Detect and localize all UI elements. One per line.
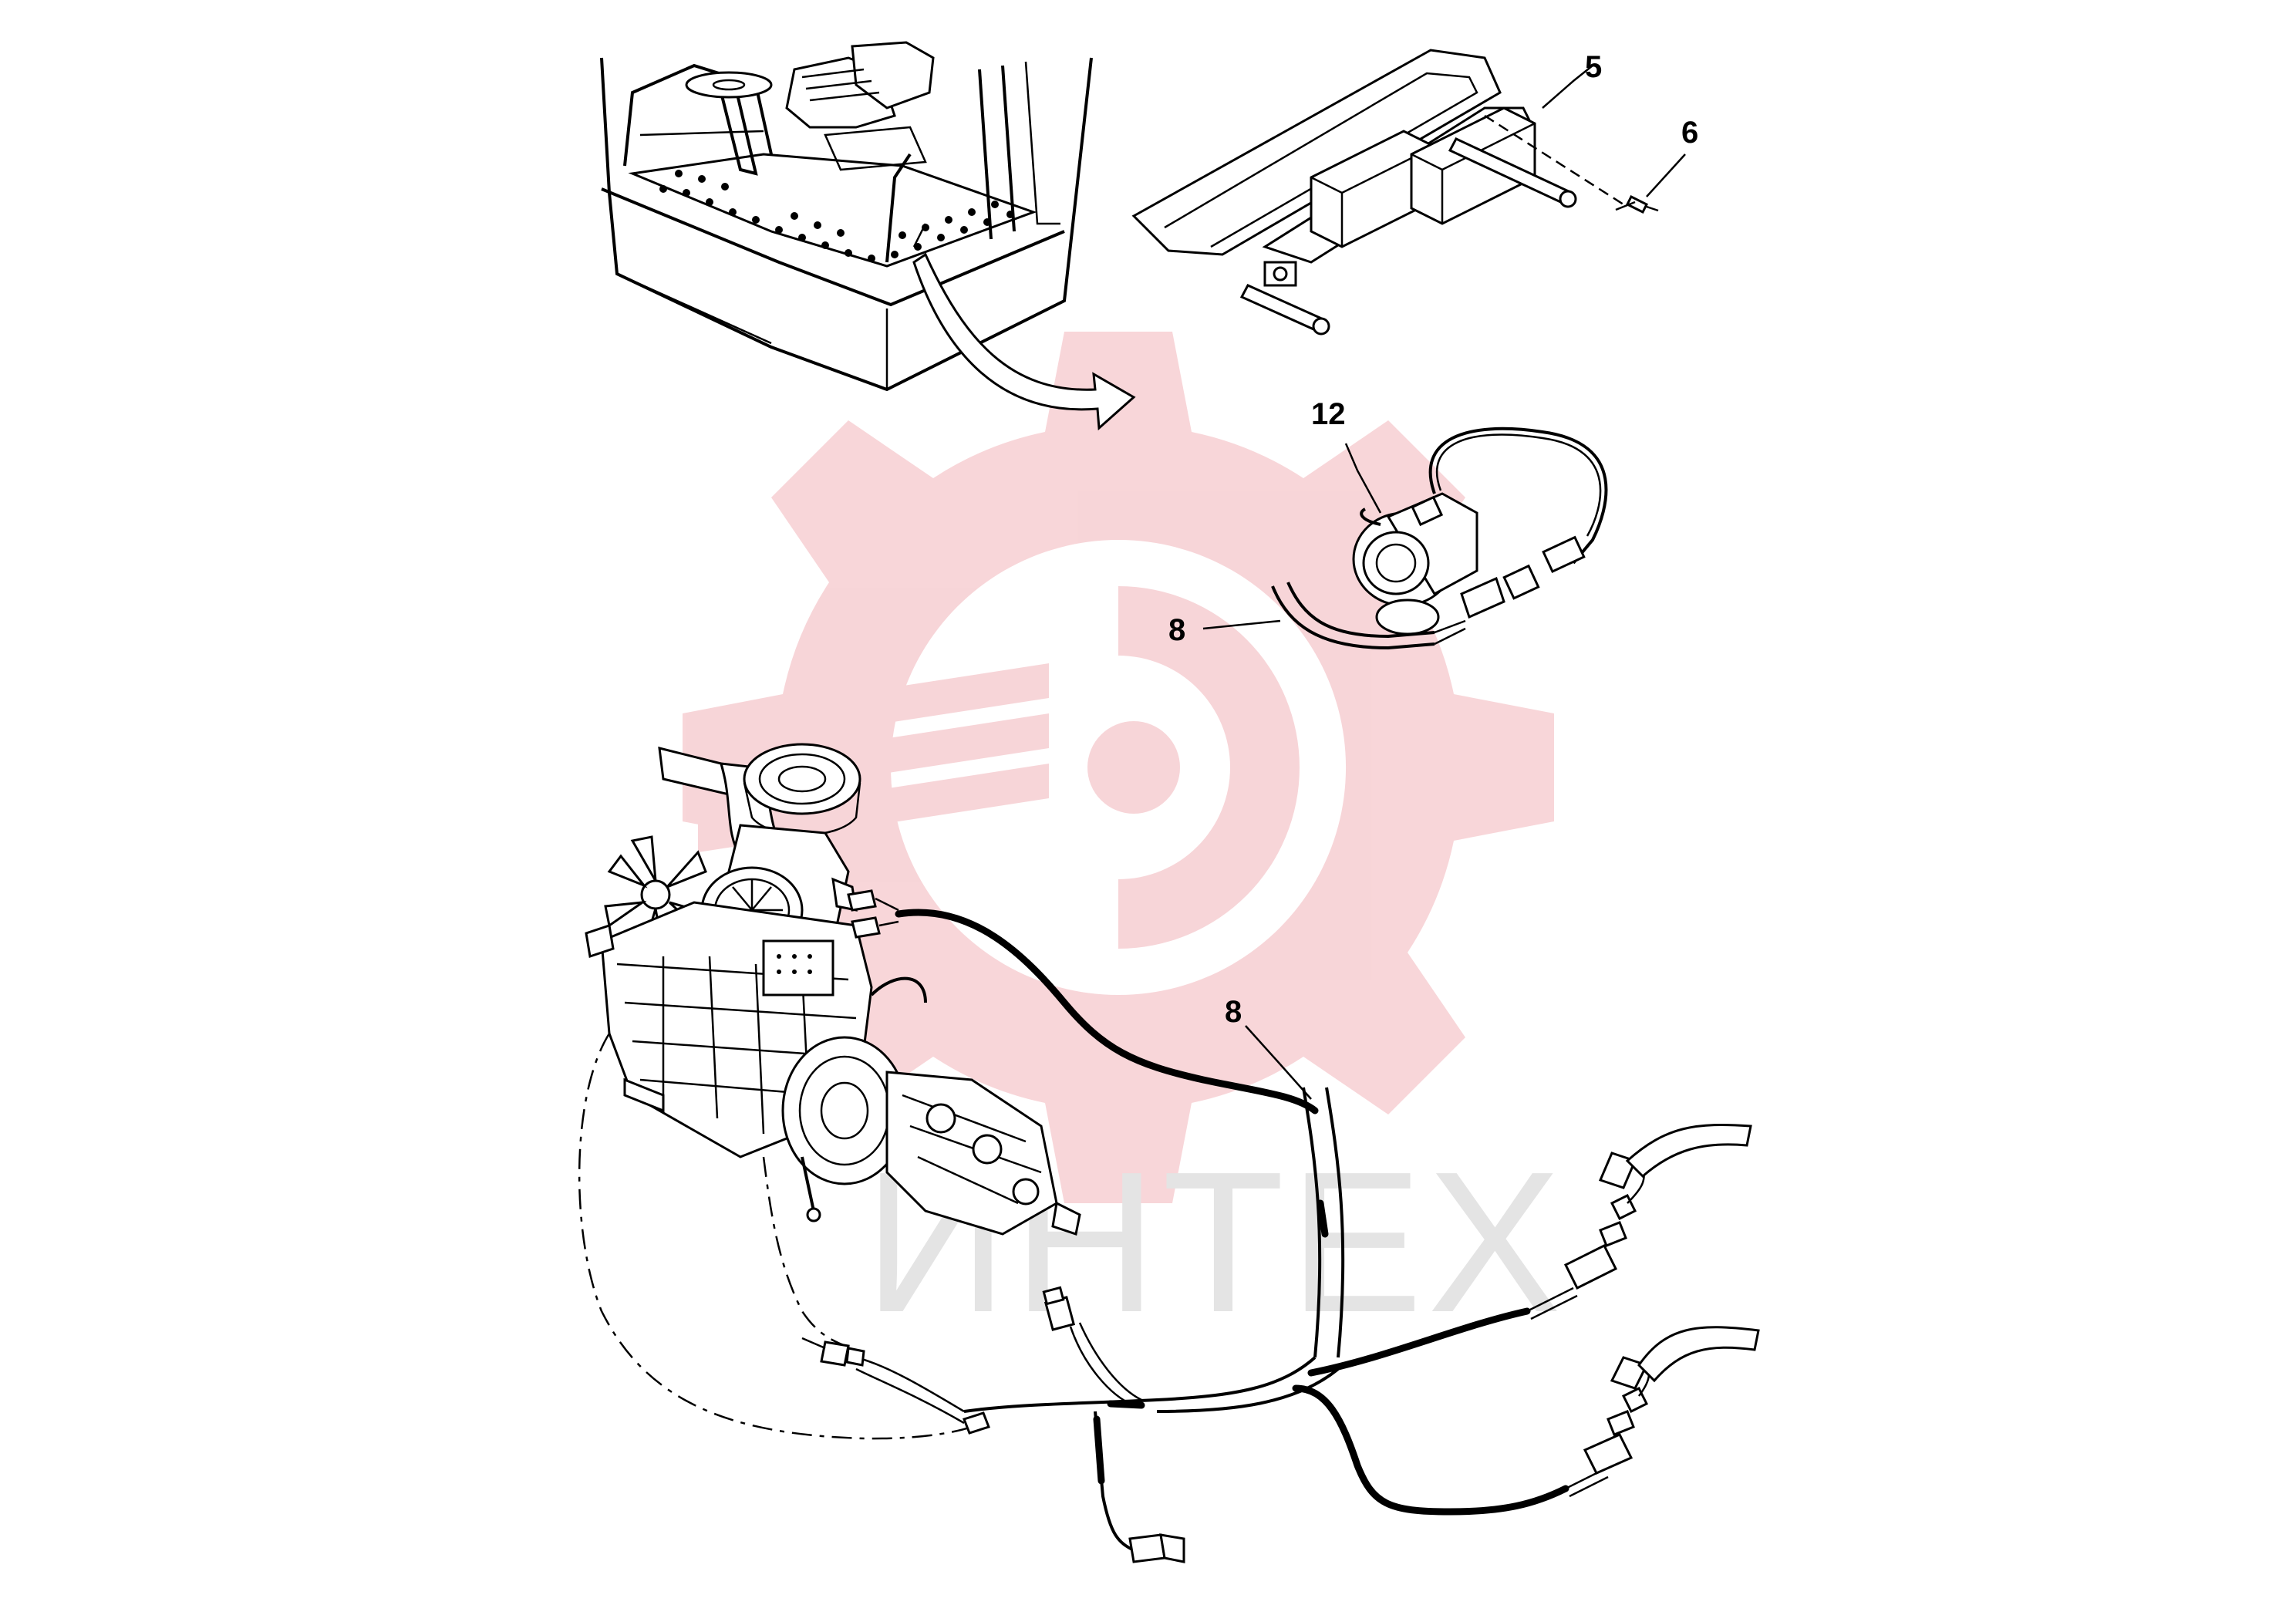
connector-bottom-left (963, 1411, 990, 1435)
switch-panel-assembly (1131, 49, 1659, 336)
curved-arrow-icon (912, 252, 1136, 431)
operator-platform-illustration (600, 41, 1093, 392)
engine-sensor-connectors (847, 889, 899, 939)
callout-12: 12 (1311, 397, 1382, 514)
callout-8-upper-label: 8 (1168, 613, 1185, 647)
callout-8-lower: 8 (1225, 995, 1312, 1100)
main-wiring-harness (578, 909, 1609, 1552)
connector-center (1042, 1286, 1076, 1331)
callout-6: 6 (1646, 116, 1698, 197)
callout-5: 5 (1542, 50, 1602, 109)
callout-8-upper: 8 (1168, 613, 1281, 647)
callout-12-label: 12 (1311, 397, 1346, 431)
engine-assembly (585, 743, 1081, 1236)
connector-bottom (1128, 1533, 1185, 1563)
buzzer-assembly (1352, 427, 1608, 636)
connector-left-inline (801, 1337, 865, 1367)
connector-right-lower (1583, 1326, 1760, 1475)
callout-6-label: 6 (1681, 116, 1698, 150)
harness-section-upper (1271, 582, 1466, 650)
callout-5-label: 5 (1585, 50, 1602, 84)
connector-right-upper (1563, 1123, 1752, 1290)
callout-8-lower-label: 8 (1225, 995, 1242, 1029)
